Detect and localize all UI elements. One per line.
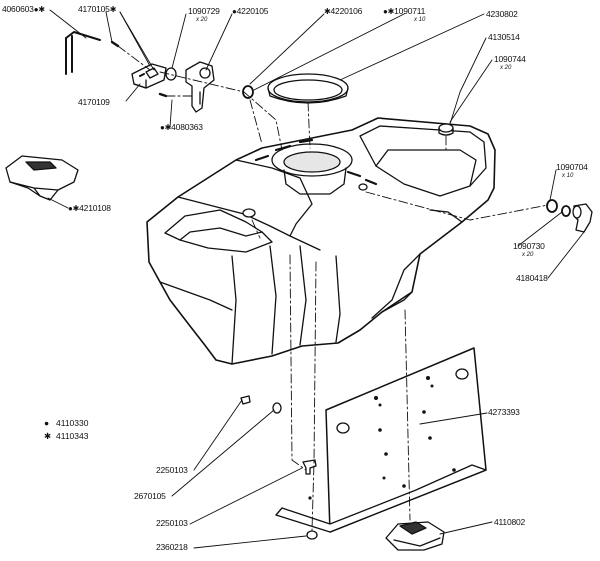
- mounting-plate: [275, 347, 487, 533]
- nut-part: [306, 530, 318, 540]
- small-pin-part: [110, 40, 120, 48]
- qty-1090711: x 10: [414, 17, 426, 23]
- part-code: 1090704: [556, 162, 588, 172]
- label-2670105: 2670105: [134, 491, 166, 501]
- label-4110802: 4110802: [494, 517, 525, 527]
- tank-body: [146, 117, 496, 365]
- part-code: 4220106: [330, 6, 363, 16]
- part-code: 4170105: [78, 4, 110, 14]
- screw-upper-part: [240, 395, 251, 405]
- label-4170105: 4170105✱: [78, 4, 116, 15]
- legend-star-symbol: ✱: [44, 431, 52, 441]
- label-4220105: ●4220105: [232, 6, 269, 17]
- screw-lower-part: [302, 459, 317, 475]
- legend-dot-symbol: ●: [44, 418, 50, 428]
- legend-code: 4110343: [56, 431, 89, 441]
- label-4180418: 4180418: [516, 273, 548, 283]
- part-code: 4170109: [78, 97, 110, 107]
- legend-dot-row: ● 4110330: [44, 418, 88, 428]
- marker-symbol: ✱: [109, 5, 117, 14]
- rubber-foot-part: [385, 521, 445, 551]
- label-1090730: 1090730: [513, 241, 545, 251]
- part-code: 4220105: [236, 6, 269, 16]
- label-4130514: 4130514: [488, 32, 520, 42]
- label-4060603: 4060603●✱: [2, 4, 45, 15]
- qty-1090704: x 10: [562, 173, 574, 179]
- part-code: 4060603: [2, 4, 34, 14]
- legend-code: 4110330: [56, 418, 89, 428]
- valve-body-part: [185, 61, 215, 113]
- marker-symbol: ●✱: [160, 123, 172, 132]
- washer-1090729: [165, 67, 177, 81]
- part-code: 2360218: [156, 542, 188, 552]
- lid-gasket-part: [267, 73, 349, 104]
- leader-lines: [47, 9, 585, 549]
- label-4230802: 4230802: [486, 9, 518, 19]
- part-code: 4273393: [488, 407, 520, 417]
- part-code: 2670105: [134, 491, 166, 501]
- marker-symbol: ●✱: [383, 7, 395, 16]
- part-code: 1090730: [513, 241, 545, 251]
- elbow-fitting-part: [572, 203, 593, 233]
- label-4273393: 4273393: [488, 407, 520, 417]
- part-code: 1090729: [188, 6, 220, 16]
- label-1090729: 1090729: [188, 6, 220, 16]
- label-1090704: 1090704: [556, 162, 588, 172]
- label-2250103-lower: 2250103: [156, 518, 188, 528]
- label-4210108: ●✱4210108: [68, 203, 111, 214]
- bracket-part: [131, 63, 167, 89]
- part-code: 2250103: [156, 518, 188, 528]
- marker-symbol: ✱: [324, 7, 331, 16]
- part-code: 4110802: [494, 517, 526, 527]
- label-4220106: ✱4220106: [324, 6, 362, 17]
- label-1090744: 1090744: [494, 54, 526, 64]
- part-code: 4230802: [486, 9, 518, 19]
- legend-star-row: ✱ 4110343: [44, 431, 88, 441]
- bent-rod-part: [65, 31, 101, 75]
- label-4080363: ●✱4080363: [160, 122, 203, 133]
- side-housing-part: [5, 155, 79, 201]
- qty-1090729: x 20: [196, 17, 208, 23]
- qty-1090730: x 20: [522, 252, 534, 258]
- assembly-lines: [117, 45, 549, 531]
- part-code: 1090744: [494, 54, 526, 64]
- clip-pin-part: [158, 92, 168, 98]
- part-code: 2250103: [156, 465, 188, 475]
- part-code: 1090711: [394, 6, 426, 16]
- label-1090711: ●✱1090711: [383, 6, 425, 17]
- label-2250103-upper: 2250103: [156, 465, 188, 475]
- label-2360218: 2360218: [156, 542, 188, 552]
- label-4170109: 4170109: [78, 97, 110, 107]
- marker-symbol: ●✱: [33, 5, 45, 14]
- part-code: 4210108: [79, 203, 111, 213]
- part-code: 4130514: [488, 32, 520, 42]
- qty-1090744: x 20: [500, 65, 512, 71]
- washer-1090704: [546, 199, 558, 213]
- marker-symbol: ●✱: [68, 204, 80, 213]
- part-code: 4080363: [171, 122, 203, 132]
- part-code: 4180418: [516, 273, 548, 283]
- marker-symbol: ●: [232, 7, 237, 16]
- washer-2670105: [272, 402, 282, 414]
- o-ring-1090730: [561, 205, 571, 217]
